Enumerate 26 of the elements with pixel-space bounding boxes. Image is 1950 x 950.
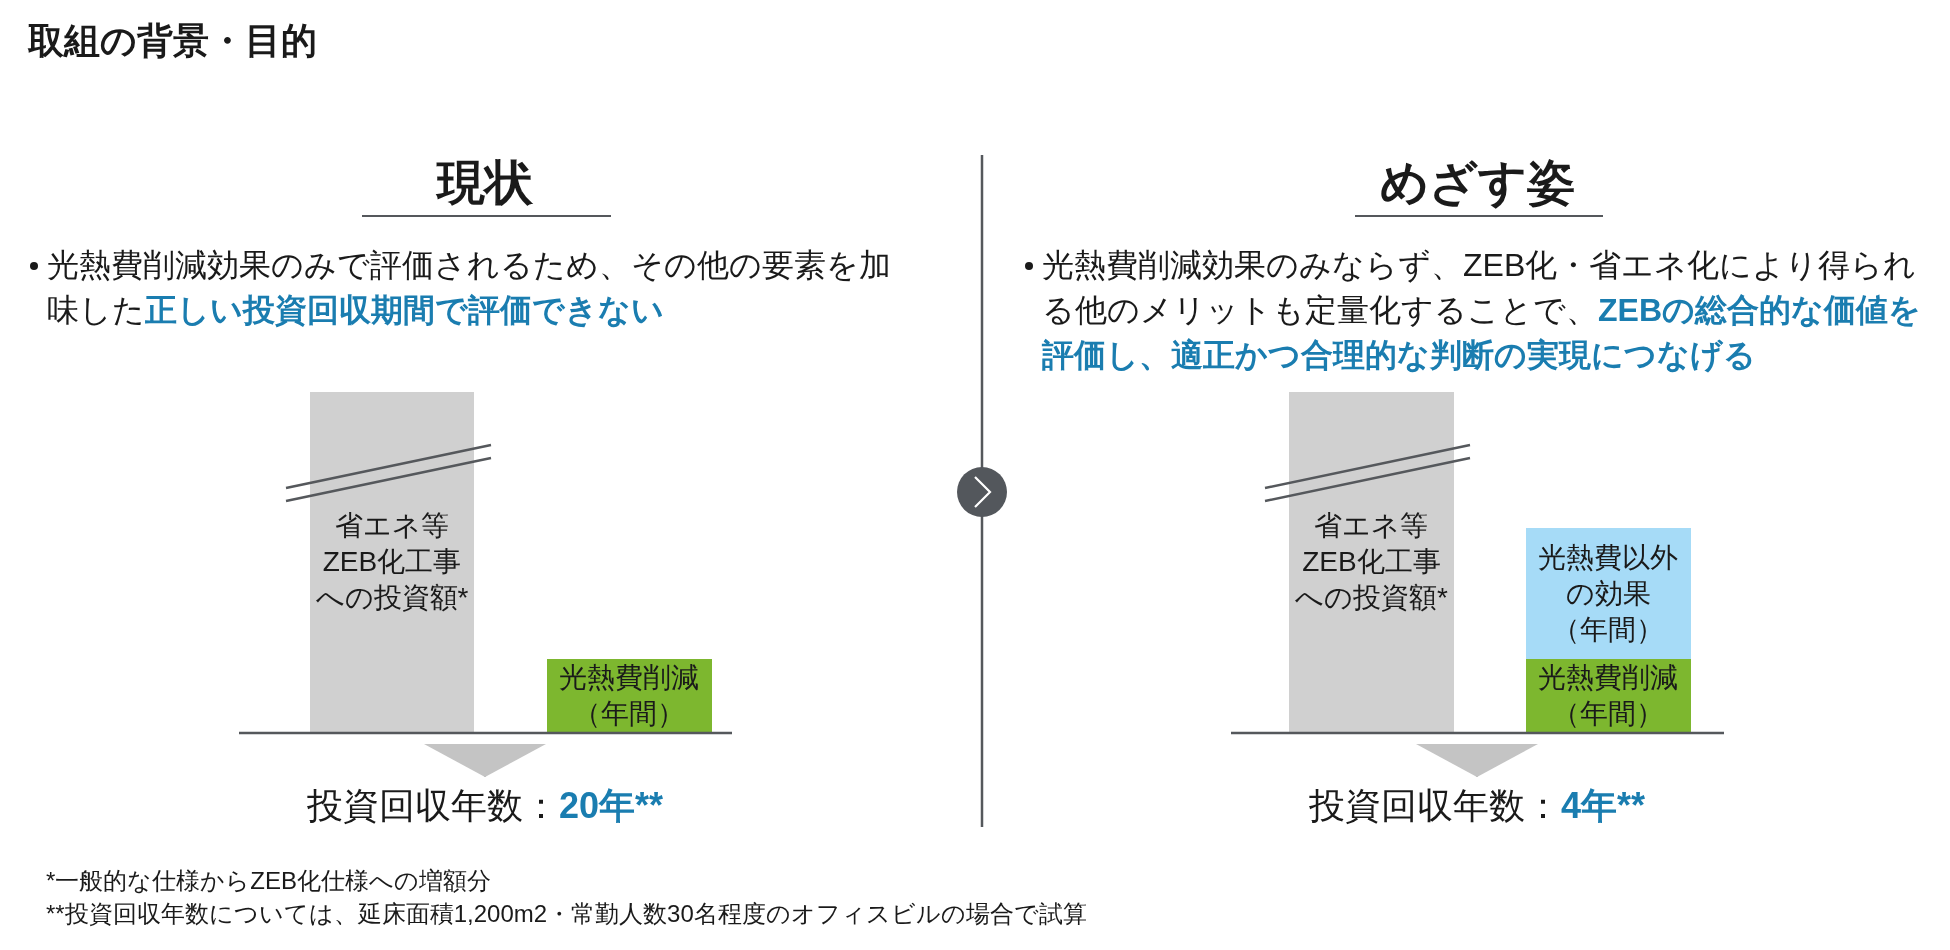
investment-bar [1289, 392, 1454, 732]
footnote: **投資回収年数については、延床面積1,200m2・常勤人数30名程度のオフィスビルの場合で試算 [46, 899, 1087, 929]
result-label: 投資回収年数： [306, 784, 559, 828]
section-heading: 現状 [437, 155, 533, 211]
arrow [424, 743, 546, 778]
result-value: 20年** [558, 784, 664, 828]
bar-label: 光熱費以外の効果 [1537, 540, 1680, 611]
bar-label: 光熱費削減 [1537, 660, 1680, 695]
arrow [1416, 743, 1538, 778]
bar-label: 省エネ等ZEB化工事への投資額* [1294, 509, 1449, 615]
result-label: 投資回収年数： [1309, 784, 1561, 828]
page-title: 取組の背景・目的 [28, 19, 317, 63]
other-benefit-bar [1526, 528, 1691, 659]
investment-bar [310, 392, 474, 732]
bar-label: 光熱費削減 [558, 660, 701, 695]
section-heading: めざす姿 [1379, 155, 1575, 211]
bar-label: （年間） [1551, 612, 1666, 647]
bar-label: 省エネ等ZEB化工事への投資額* [314, 509, 470, 615]
footnote: *一般的な仕様からZEB化仕様への増額分 [46, 866, 491, 896]
bar-label: （年間） [572, 696, 687, 731]
cost-saving-bar [547, 659, 712, 732]
bar-label: （年間） [1551, 696, 1666, 731]
bullet-text: 光熱費削減効果のみならず、ZEB化・省エネ化により得られる他のメリットも定量化することで、ZEBの総合的な価値を評価し、適正かつ合理的な判断の実現につなげる [1022, 243, 1922, 378]
cost-saving-bar [1526, 659, 1691, 732]
result-value: 4年** [1561, 784, 1645, 828]
bullet-text: 光熱費削減効果のみで評価されるため、その他の要素を加味した正しい投資回収期間で評価できない [27, 243, 895, 333]
